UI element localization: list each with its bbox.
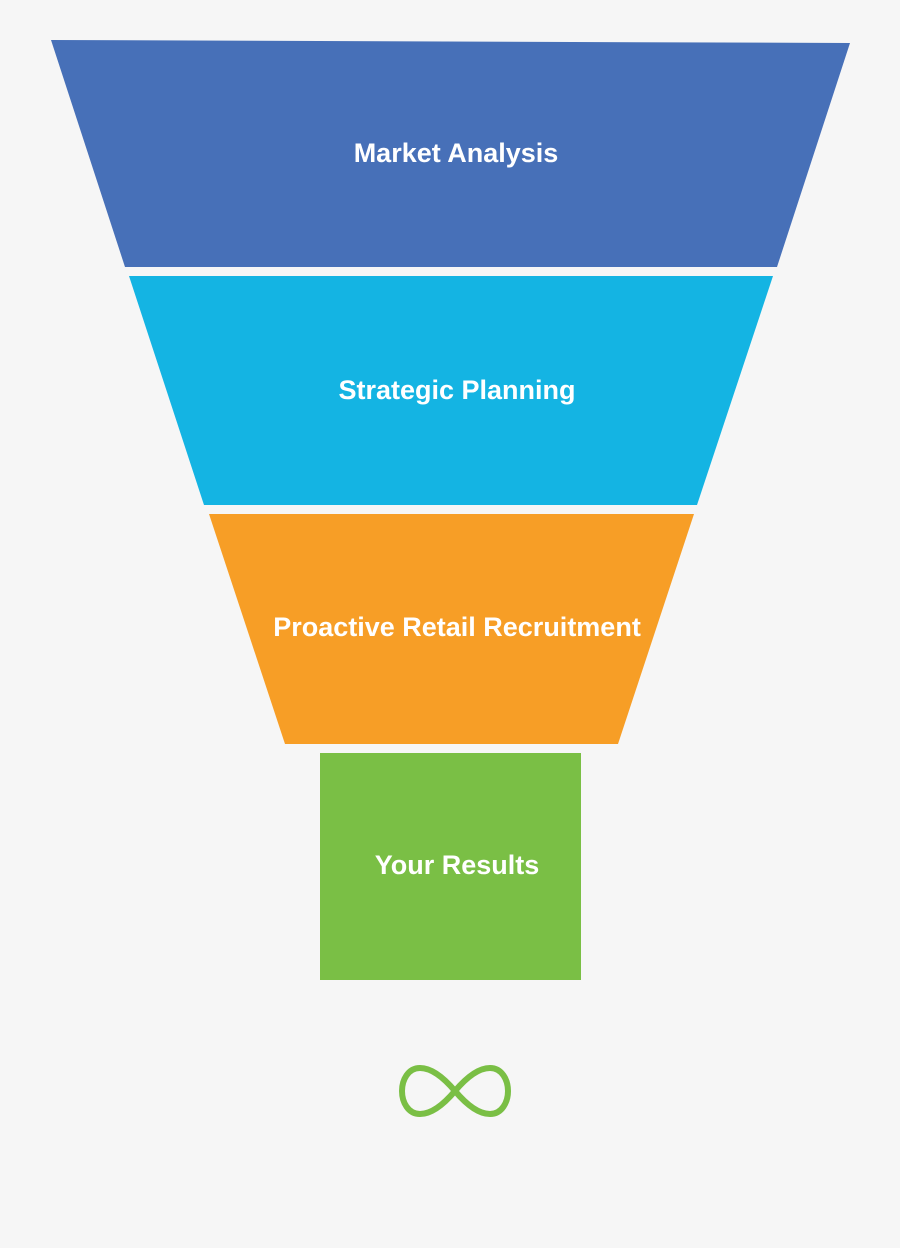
funnel-stage-label: Strategic Planning xyxy=(338,375,575,405)
funnel-stage-label: Your Results xyxy=(375,850,540,880)
funnel-stage-label: Market Analysis xyxy=(354,138,559,168)
funnel-stage-strategic-planning: Strategic Planning xyxy=(129,276,773,505)
funnel-stage-proactive-retail-recruitment: Proactive Retail Recruitment xyxy=(209,514,694,744)
funnel-stage-shape xyxy=(51,40,850,267)
infinity-icon xyxy=(399,1065,511,1117)
funnel-stage-market-analysis: Market Analysis xyxy=(51,40,850,267)
funnel-stage-shape xyxy=(129,276,773,505)
funnel-stage-shape xyxy=(209,514,694,744)
funnel-stage-your-results: Your Results xyxy=(320,753,581,980)
funnel-stage-shape xyxy=(320,753,581,980)
funnel-stage-label: Proactive Retail Recruitment xyxy=(273,612,641,642)
